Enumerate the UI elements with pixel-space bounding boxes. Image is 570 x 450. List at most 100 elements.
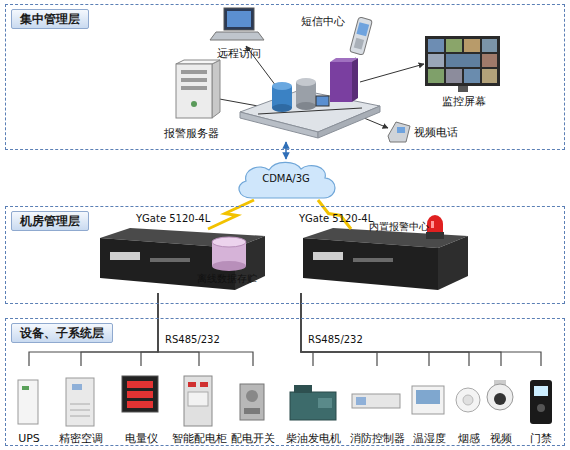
leader-line [214, 98, 258, 106]
double-arrow [285, 142, 287, 159]
video-phone-icon [388, 122, 410, 142]
sms-center-node: 短信中心 [297, 9, 375, 61]
equipment-node: UPS [7, 366, 51, 446]
network-cloud: CDMA/3G [232, 160, 340, 200]
gateway-device [353, 258, 393, 262]
node-label: 柴油发电机 [271, 432, 355, 445]
power-meter-icon [122, 376, 158, 412]
monitor-wall-icon [482, 69, 497, 83]
distribution-cabinet-icon [188, 382, 196, 387]
server-platform [272, 82, 292, 90]
monitor-wall-icon [482, 54, 497, 67]
server-platform [330, 58, 358, 62]
equipment-node: 精密空调 [55, 366, 107, 446]
node-label: 内置报警中心 [369, 221, 431, 233]
gateway-node: YGate 5120-4L [299, 229, 509, 293]
equipment-node: 配电开关 [227, 366, 279, 446]
monitor-wall-icon [458, 86, 468, 92]
layer-band: 机房管理层YGate 5120-4L离线数据存贮YGate 5120-4L内置报… [5, 206, 565, 304]
node-label: 门禁 [509, 432, 570, 445]
leader-line [360, 64, 424, 82]
air-conditioner-icon [70, 410, 90, 411]
equipment-node: 视频 [483, 366, 519, 446]
access-control-icon [534, 386, 548, 396]
power-meter-icon [127, 401, 153, 408]
server-icon [176, 60, 220, 118]
node-label: 电量仪 [109, 432, 173, 445]
smoke-detector-icon [456, 388, 480, 412]
ups-icon [22, 386, 29, 390]
monitor-wall-icon [425, 36, 500, 86]
storage-cylinder [212, 237, 246, 271]
access-control-icon [537, 404, 545, 412]
server-icon [176, 60, 220, 64]
phone-icon [350, 17, 373, 55]
ups-icon [18, 380, 38, 424]
server-icon [212, 60, 220, 118]
leader-line [364, 118, 388, 128]
camera-icon [487, 384, 513, 410]
server-platform [296, 78, 316, 86]
monitor-wall-icon [482, 39, 497, 52]
monitor-wall-icon [446, 54, 480, 67]
power-meter-icon [122, 376, 158, 412]
node-label: 消防控制器 [335, 432, 419, 445]
smoke-detector-icon [463, 395, 473, 405]
alarm-light [427, 215, 443, 232]
storage-node: 离线数据存贮 [191, 237, 263, 287]
camera-icon [494, 393, 506, 405]
layer-title: 集中管理层 [11, 9, 89, 29]
power-meter-icon [127, 381, 153, 388]
node-label: 烟感 [441, 432, 497, 445]
node-label: CDMA/3G [232, 173, 340, 185]
server-icon [181, 78, 207, 82]
remote-access-node: 远程访问 [206, 5, 271, 61]
camera-icon [487, 380, 513, 410]
server-platform [352, 58, 358, 102]
node-label: YGate 5120-4L [136, 213, 246, 225]
gateway-device [438, 236, 468, 290]
node-label: 视频 [473, 432, 529, 445]
layer-band: 设备、子系统层UPS精密空调电量仪智能配电柜配电开关柴油发电机消防控制器温湿度烟… [5, 318, 565, 446]
server-platform [272, 104, 292, 112]
node-label: 离线数据存贮 [191, 273, 263, 285]
thermo-hygrometer-icon [412, 386, 444, 414]
node-label: UPS [0, 432, 61, 445]
node-label: 视频电话 [414, 126, 471, 139]
layer-band: 集中管理层远程访问 短信中心监控屏幕报警服务器 视频电话 [5, 4, 565, 150]
switch-icon [240, 384, 264, 420]
node-label: 监控屏幕 [416, 95, 511, 108]
equipment-node: 电量仪 [119, 366, 163, 446]
layer-title: 设备、子系统层 [11, 323, 113, 343]
gateway-device [303, 238, 438, 290]
gateway-device [110, 252, 140, 260]
alarm-center-node: 内置报警中心 [369, 215, 447, 243]
fire-controller-icon [352, 394, 400, 408]
laptop-icon [227, 11, 251, 27]
node-label: 远程访问 [206, 47, 271, 60]
server-platform [330, 62, 352, 102]
thermo-hygrometer-icon [416, 390, 440, 404]
equipment-node: 消防控制器 [345, 366, 409, 446]
generator-icon [318, 398, 332, 408]
wireless-link [208, 200, 254, 229]
storage-cylinder [212, 237, 246, 247]
server-platform [296, 102, 316, 110]
node-label: 报警服务器 [151, 127, 231, 140]
smoke-detector-icon [456, 388, 480, 412]
ups-icon [18, 380, 38, 424]
video-phone-icon [388, 122, 410, 142]
server-platform [240, 112, 318, 138]
server-icon [191, 101, 197, 107]
air-conditioner-icon [66, 378, 94, 426]
monitor-wall-icon [428, 54, 444, 67]
distribution-cabinet-icon [200, 382, 208, 387]
monitor-wall-icon [425, 36, 500, 92]
equipment-node: 烟感 [451, 366, 487, 446]
distribution-cabinet-icon [184, 376, 212, 426]
server-platform [316, 96, 329, 106]
generator-icon [294, 385, 312, 393]
fire-controller-icon [352, 394, 400, 408]
video-phone-node: 视频电话 [386, 121, 471, 145]
